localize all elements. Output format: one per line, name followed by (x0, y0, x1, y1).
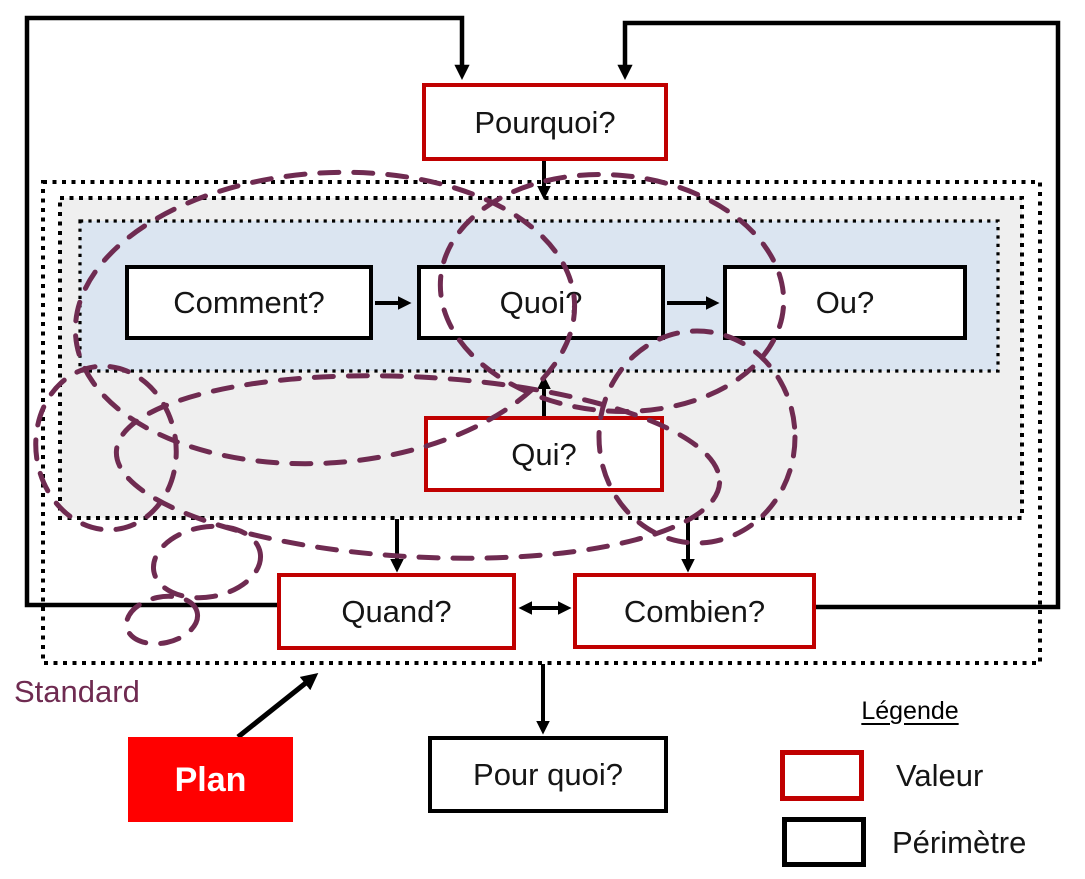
standard-label: Standard (14, 674, 140, 709)
box-combien: Combien? (573, 573, 816, 649)
arrow-plan-to-perimeter (236, 672, 319, 739)
box-plan: Plan (128, 737, 293, 822)
legend-valeur-swatch (780, 750, 864, 801)
legend-perimetre-swatch (782, 817, 866, 867)
box-comment: Comment? (125, 265, 373, 340)
legend-valeur-label: Valeur (896, 758, 984, 793)
feedback-line-right (617, 20, 1061, 610)
box-quand: Quand? (277, 573, 516, 650)
legend-title: Légende (861, 697, 959, 725)
legend-perimetre-label: Périmètre (892, 825, 1027, 860)
outer-perimeter-dotted-rect (41, 180, 1042, 665)
box-quoi: Quoi? (417, 265, 665, 340)
box-pour-quoi: Pour quoi? (428, 736, 668, 813)
box-pourquoi: Pourquoi? (422, 83, 668, 161)
box-qui: Qui? (424, 416, 664, 492)
box-ou: Ou? (723, 265, 967, 340)
feedback-line-left (24, 15, 470, 608)
